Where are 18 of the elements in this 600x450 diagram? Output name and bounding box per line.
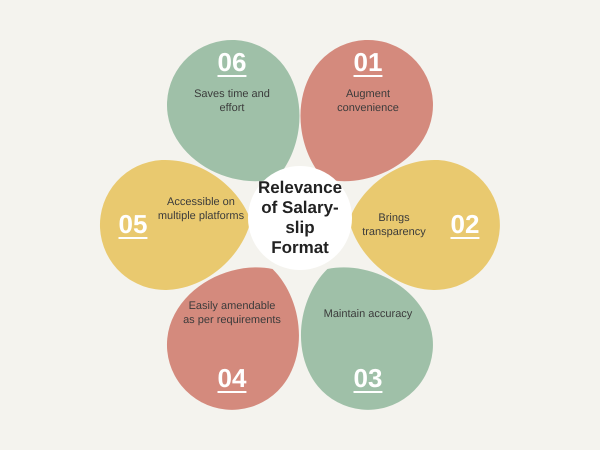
title-text: Relevance of Salary-slip Format bbox=[256, 178, 344, 258]
step-number: 06 bbox=[216, 46, 248, 78]
step-number: 04 bbox=[216, 362, 248, 394]
petal-text: Maintain accuracy bbox=[322, 306, 414, 321]
petal-text: Saves time and effort bbox=[193, 86, 271, 115]
petal-text: Augment convenience bbox=[336, 86, 400, 115]
petal bbox=[349, 160, 500, 290]
petal bbox=[303, 40, 433, 179]
petal bbox=[167, 40, 297, 179]
petal bbox=[100, 160, 251, 290]
petal-text: Brings transparency bbox=[361, 210, 427, 239]
step-number: 02 bbox=[450, 208, 480, 240]
petal bbox=[167, 269, 297, 410]
petal-text: Accessible on multiple platforms bbox=[156, 194, 246, 223]
petal-text: Easily amendable as per requirements bbox=[182, 298, 282, 327]
petal bbox=[303, 269, 433, 410]
step-number: 01 bbox=[352, 46, 384, 78]
step-number: 03 bbox=[352, 362, 384, 394]
